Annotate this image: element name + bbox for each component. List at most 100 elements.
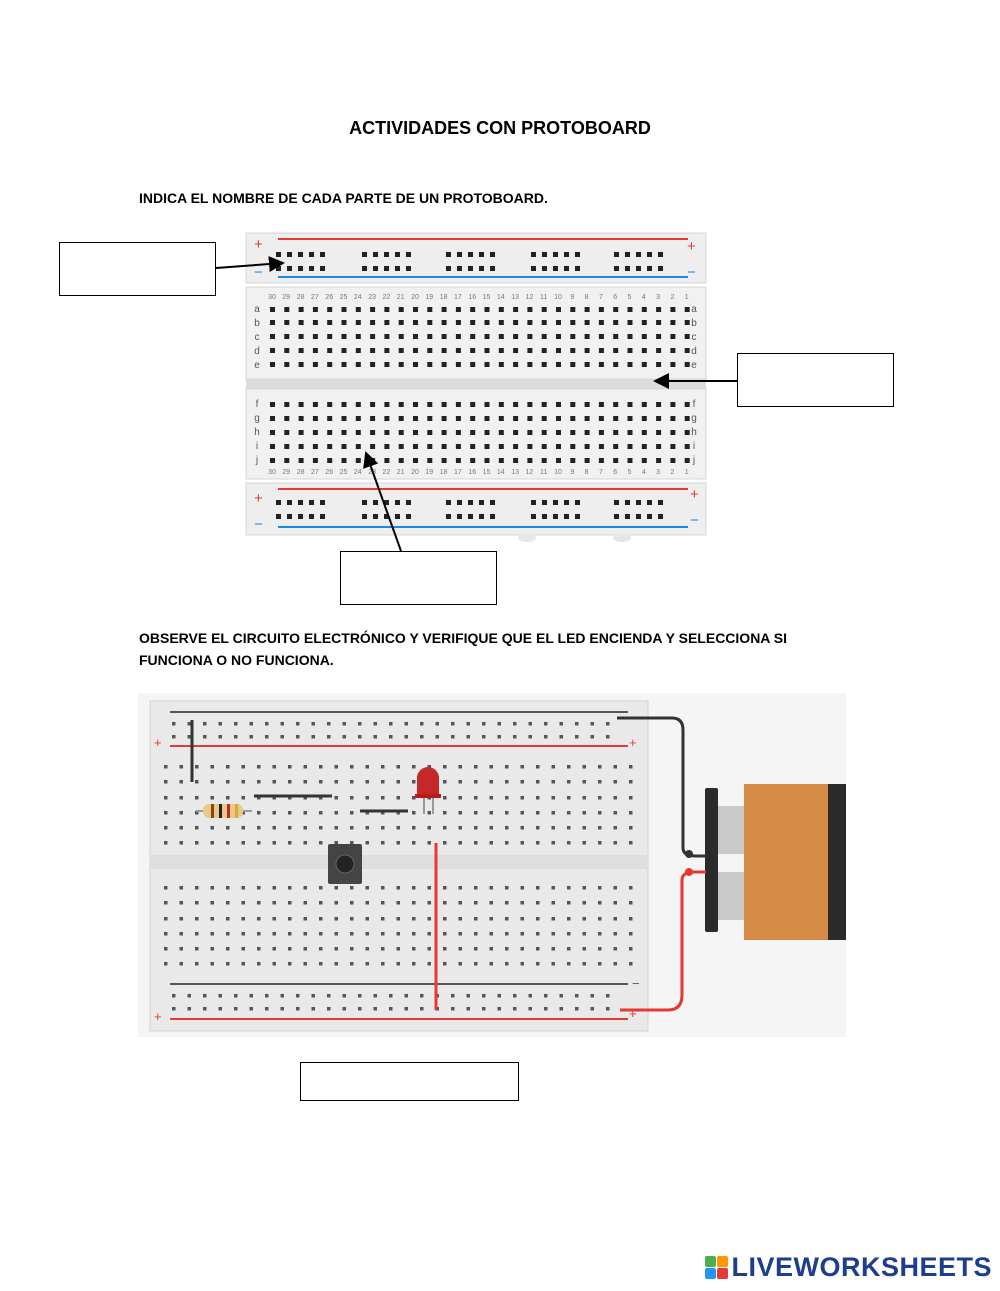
rail-minus-label: − [690, 512, 699, 529]
column-number: 10 [554, 294, 562, 301]
column-number: 2 [670, 469, 674, 476]
rail-plus-label: + [690, 486, 699, 503]
column-number: 16 [468, 469, 476, 476]
column-number: 24 [354, 469, 362, 476]
row-letter: c [692, 332, 697, 343]
rail-plus-label: + [254, 490, 263, 507]
rail-plus-label: + [254, 236, 263, 253]
column-number: 19 [425, 294, 433, 301]
row-letter: d [691, 346, 697, 357]
column-number: 4 [642, 469, 646, 476]
rail-holes [276, 500, 663, 519]
column-number: 24 [354, 294, 362, 301]
terminal-holes [270, 307, 690, 367]
rail-plus-label: + [687, 238, 696, 255]
column-number: 1 [685, 294, 689, 301]
center-channel [150, 855, 648, 869]
column-number: 21 [397, 294, 405, 301]
brand-text: LIVEWORKSHEETS [731, 1252, 992, 1282]
terminal-holes [164, 765, 633, 966]
row-letter: d [254, 346, 260, 357]
column-number: 11 [540, 469, 547, 476]
row-letter: b [254, 318, 260, 329]
logo-icon [705, 1256, 729, 1279]
column-number: 6 [613, 469, 617, 476]
row-letter: i [693, 441, 695, 452]
column-number: 29 [282, 294, 290, 301]
row-letter: g [691, 413, 697, 424]
column-number: 30 [268, 469, 276, 476]
row-letter: i [256, 441, 258, 452]
row-letter: e [691, 360, 697, 371]
column-number: 22 [383, 294, 391, 301]
column-number: 22 [383, 469, 391, 476]
column-number: 5 [628, 469, 632, 476]
led [415, 767, 441, 814]
rail-plus-label: + [154, 1009, 162, 1024]
answer-box-2[interactable] [737, 353, 894, 407]
column-number: 21 [397, 469, 405, 476]
column-number: 25 [340, 294, 348, 301]
column-number: 17 [454, 469, 462, 476]
rail-minus-label: − [254, 516, 263, 533]
column-number: 23 [368, 294, 376, 301]
column-number: 26 [325, 469, 333, 476]
row-letter: b [691, 318, 697, 329]
column-number: 11 [540, 294, 547, 301]
column-number: 13 [511, 469, 519, 476]
column-number: 18 [440, 469, 448, 476]
circuit-diagram: + + + + − [149, 700, 846, 1032]
column-number: 3 [656, 294, 660, 301]
column-number: 3 [656, 469, 660, 476]
rail-holes [172, 722, 610, 739]
resistor [196, 804, 252, 818]
rail-plus-label: + [629, 1006, 637, 1021]
column-number: 10 [554, 469, 562, 476]
column-number: 5 [628, 294, 632, 301]
question-1: INDICA EL NOMBRE DE CADA PARTE DE UN PRO… [139, 190, 548, 206]
column-number: 15 [483, 294, 491, 301]
column-number: 13 [511, 294, 519, 301]
column-number: 15 [483, 469, 491, 476]
column-number: 16 [468, 294, 476, 301]
column-number: 7 [599, 294, 603, 301]
arrow-to-terminal-strip [363, 451, 402, 552]
row-letter: e [254, 360, 260, 371]
row-letter: h [254, 427, 260, 438]
row-letter: j [255, 455, 258, 466]
row-letter: g [254, 413, 260, 424]
answer-box-4[interactable] [300, 1062, 519, 1101]
column-number: 12 [526, 469, 534, 476]
row-letter: a [691, 304, 697, 315]
column-number: 1 [685, 469, 689, 476]
row-letter: f [693, 399, 696, 410]
column-number: 17 [454, 294, 462, 301]
answer-box-1[interactable] [59, 242, 216, 296]
column-number: 20 [411, 294, 419, 301]
column-number: 4 [642, 294, 646, 301]
row-letter: a [254, 304, 260, 315]
arrow-to-power-rail [215, 256, 285, 273]
column-number: 9 [570, 294, 574, 301]
liveworksheets-logo: LIVEWORKSHEETS [705, 1252, 992, 1283]
column-number: 12 [526, 294, 534, 301]
column-number: 14 [497, 294, 505, 301]
answer-box-3[interactable] [340, 551, 497, 605]
column-number: 28 [297, 294, 305, 301]
column-number: 8 [585, 469, 589, 476]
rail-minus-label: − [254, 264, 263, 281]
push-button [328, 844, 362, 884]
column-number: 20 [411, 469, 419, 476]
row-letter: f [256, 399, 259, 410]
row-letter: j [692, 455, 695, 466]
rail-holes [172, 994, 610, 1011]
column-number: 18 [440, 294, 448, 301]
rail-minus-label: − [687, 264, 696, 281]
column-number: 25 [340, 469, 348, 476]
column-number: 14 [497, 469, 505, 476]
column-number: 28 [297, 469, 305, 476]
column-number: 2 [670, 294, 674, 301]
